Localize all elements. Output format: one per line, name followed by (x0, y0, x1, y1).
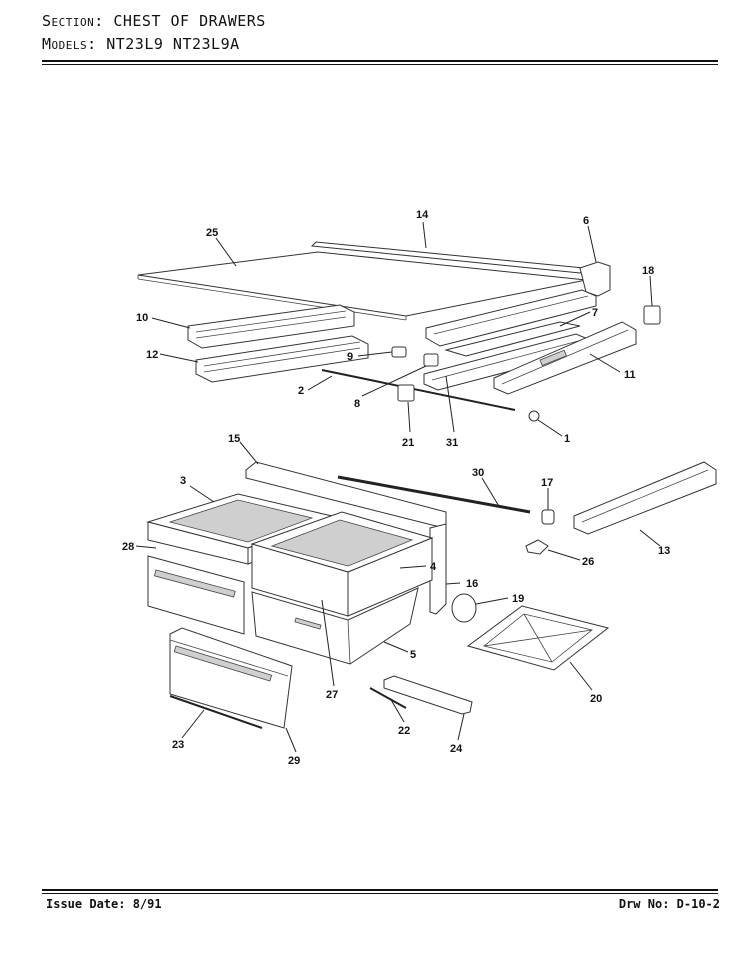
header-rule (42, 60, 718, 62)
clip (643, 305, 661, 325)
rail-groove (203, 347, 361, 373)
callout-27: 27 (326, 689, 338, 701)
callout-18: 18 (642, 265, 654, 277)
rail-groove (431, 339, 583, 381)
rod (321, 369, 516, 411)
callout-22: 22 (398, 725, 410, 737)
section-header: Section: CHEST OF DRAWERS (42, 12, 266, 30)
latch-clip (423, 353, 439, 367)
drawing-number: Drw No: D-10-2 (618, 897, 720, 911)
models-key: Models: (42, 35, 97, 53)
rail-groove (581, 469, 709, 523)
header-rule-secondary (42, 64, 718, 65)
callout-30: 30 (472, 467, 484, 479)
section-key: Section: (42, 12, 104, 30)
models-value: NT23L9 NT23L9A (106, 35, 240, 53)
callout-1: 1 (564, 433, 570, 445)
rail-groove (433, 295, 589, 335)
left-drawer-inner (168, 499, 314, 543)
callout-12: 12 (146, 349, 158, 361)
pan-slot (294, 617, 322, 630)
front-panel-edge (169, 639, 289, 677)
footer-rule (42, 889, 718, 891)
shelf-panel-edge (137, 278, 407, 321)
support-frame-brace (523, 613, 553, 663)
callout-7: 7 (592, 307, 598, 319)
rail-slot (539, 349, 567, 367)
callout-11: 11 (624, 369, 636, 381)
issue-date: Issue Date: 8/91 (46, 897, 162, 911)
rail-groove (501, 329, 629, 385)
side-rail (493, 321, 637, 395)
models-header: Models: NT23L9 NT23L9A (42, 35, 240, 53)
rail-groove (195, 316, 347, 339)
callout-4: 4 (430, 561, 437, 573)
callout-23: 23 (172, 739, 184, 751)
callout-26: 26 (582, 556, 594, 568)
side-rail-lower (573, 461, 717, 535)
callout-31: 31 (446, 437, 458, 449)
callout-10: 10 (136, 312, 148, 324)
callout-29: 29 (288, 755, 300, 767)
right-drawer-side (347, 537, 433, 617)
leader-lines (135, 221, 661, 753)
clip-17 (541, 509, 555, 525)
callout-9: 9 (347, 351, 353, 363)
small-clip (391, 346, 407, 358)
callout-17: 17 (541, 477, 553, 489)
bracket (397, 384, 415, 402)
drawer-front-panel (169, 627, 293, 729)
cover-strip (337, 475, 531, 514)
trim-ring (451, 593, 477, 623)
callout-16: 16 (466, 578, 478, 590)
right-rail-upper (425, 289, 597, 347)
callout-24: 24 (450, 743, 463, 755)
pan-edge (347, 619, 351, 665)
washer (528, 410, 540, 422)
callout-13: 13 (658, 545, 670, 557)
section-value: CHEST OF DRAWERS (113, 12, 266, 30)
rail-groove (203, 341, 361, 367)
drawer-handle (153, 569, 236, 598)
callout-20: 20 (590, 693, 602, 705)
front-panel-handle (173, 645, 273, 682)
right-frame (429, 523, 447, 615)
callout-5: 5 (410, 649, 416, 661)
rail-groove (195, 310, 347, 333)
slide-rod (369, 687, 407, 709)
callout-25: 25 (206, 227, 218, 239)
footer-rule-secondary (42, 893, 718, 894)
callout-6: 6 (583, 215, 589, 227)
callout-21: 21 (402, 437, 414, 449)
callout-28: 28 (122, 541, 134, 553)
callout-3: 3 (180, 475, 186, 487)
right-drawer-inner (270, 519, 414, 567)
front-panel-trim (169, 695, 263, 729)
roller (525, 539, 549, 555)
callout-8: 8 (354, 398, 360, 410)
callout-2: 2 (298, 385, 304, 397)
callout-14: 14 (416, 209, 429, 221)
slide-assembly (383, 675, 473, 715)
callout-19: 19 (512, 593, 524, 605)
slide (444, 321, 581, 357)
callout-15: 15 (228, 433, 240, 445)
